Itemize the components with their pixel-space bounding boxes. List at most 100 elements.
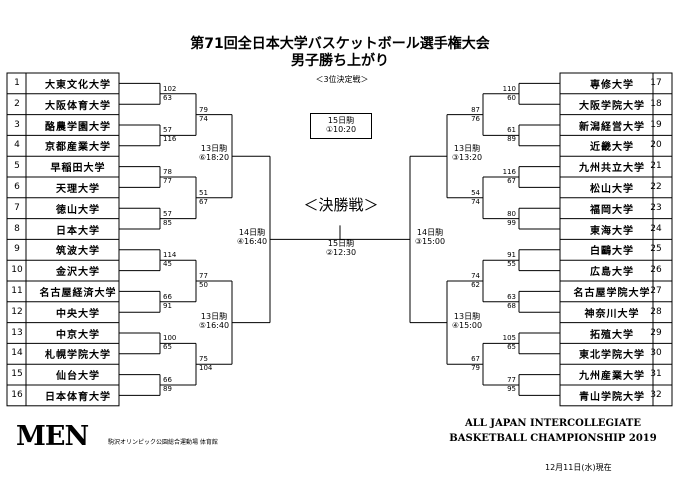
seed-number: 6 bbox=[14, 182, 20, 192]
seed-number: 28 bbox=[650, 306, 662, 317]
qf-right-bottom-day: 13日駒 bbox=[453, 312, 481, 321]
score: 80 bbox=[507, 209, 516, 218]
team-name: 東北学院大学 bbox=[579, 350, 645, 362]
team-name: 京都産業大学 bbox=[45, 142, 111, 154]
seed-number: 8 bbox=[14, 223, 20, 234]
score: 76 bbox=[471, 114, 480, 123]
seed-number: 25 bbox=[650, 244, 662, 255]
final-title: ＜決勝戦＞ bbox=[303, 196, 379, 214]
qf-left-bottom-time: ⑤16:40 bbox=[198, 321, 230, 330]
score: 77 bbox=[507, 376, 516, 384]
score: 54 bbox=[471, 188, 480, 197]
score: 87 bbox=[471, 105, 480, 114]
score: 116 bbox=[502, 168, 516, 176]
team-name: 専修大学 bbox=[590, 80, 634, 91]
score: 89 bbox=[507, 135, 516, 144]
championship-name-line1: ALL JAPAN INTERCOLLEGIATE bbox=[464, 418, 641, 429]
page-title: 第71回全日本大学バスケットボール選手権大会 bbox=[190, 36, 490, 52]
score: 100 bbox=[163, 334, 177, 343]
team-name: 青山学院大学 bbox=[579, 392, 645, 403]
score: 57 bbox=[163, 209, 172, 218]
team-name: 松山大学 bbox=[590, 184, 634, 195]
seed-number: 18 bbox=[650, 98, 662, 109]
score: 62 bbox=[471, 281, 480, 289]
seed-number: 30 bbox=[650, 348, 662, 359]
team-name: 日本体育大学 bbox=[45, 392, 111, 403]
sf-right-day: 14日駒 bbox=[416, 228, 444, 237]
score: 75 bbox=[199, 355, 208, 364]
team-name: 大阪体育大学 bbox=[45, 100, 111, 112]
qf-left-top-time: ⑥18:20 bbox=[198, 153, 230, 162]
seed-number: 19 bbox=[650, 119, 662, 130]
seed-number: 3 bbox=[14, 119, 20, 130]
seed-number: 7 bbox=[14, 202, 20, 213]
score: 95 bbox=[507, 385, 516, 393]
score: 51 bbox=[199, 188, 208, 197]
seed-number: 31 bbox=[650, 369, 662, 380]
team-name: 金沢大学 bbox=[56, 267, 100, 279]
team-name: 新潟経営大学 bbox=[579, 121, 645, 133]
seed-number: 32 bbox=[650, 390, 662, 400]
qf-right-top-day: 13日駒 bbox=[453, 144, 481, 153]
team-name: 札幌学院大学 bbox=[45, 350, 111, 362]
sf-left-time: ④16:40 bbox=[236, 237, 268, 246]
third-place-day: 15日駒 bbox=[327, 116, 355, 125]
seed-number: 23 bbox=[650, 202, 662, 213]
team-name: 白鷗大学 bbox=[590, 246, 634, 258]
seed-number: 16 bbox=[11, 390, 23, 400]
score: 102 bbox=[163, 84, 177, 93]
score: 114 bbox=[163, 251, 177, 260]
score: 78 bbox=[163, 168, 172, 176]
score: 66 bbox=[163, 376, 172, 384]
team-name: 名古屋経済大学 bbox=[39, 288, 117, 299]
score: 67 bbox=[199, 197, 208, 206]
score: 77 bbox=[163, 177, 172, 185]
seed-number: 17 bbox=[650, 78, 662, 88]
seed-number: 15 bbox=[11, 369, 23, 380]
team-name: 拓殖大学 bbox=[590, 329, 634, 341]
update-date: 12月11日(水)現在 bbox=[545, 463, 612, 472]
team-name: 筑波大学 bbox=[56, 246, 100, 258]
score: 74 bbox=[471, 197, 480, 206]
final-time: ②12:30 bbox=[325, 248, 357, 257]
seed-number: 24 bbox=[650, 223, 662, 234]
team-name: 福岡大学 bbox=[590, 204, 634, 216]
qf-left-bottom-day: 13日駒 bbox=[200, 312, 228, 321]
seed-number: 2 bbox=[14, 98, 20, 109]
seed-number: 20 bbox=[650, 140, 662, 151]
team-name: 東海大学 bbox=[590, 225, 634, 237]
team-name: 徳山大学 bbox=[56, 204, 100, 216]
seed-number: 1 bbox=[14, 78, 20, 88]
seed-number: 13 bbox=[11, 327, 23, 338]
team-name: 大東文化大学 bbox=[45, 80, 111, 91]
team-name: 早稲田大学 bbox=[50, 163, 106, 175]
team-name: 九州共立大学 bbox=[579, 163, 645, 175]
team-name: 神奈川大学 bbox=[584, 308, 640, 320]
championship-name-line2: BASKETBALL CHAMPIONSHIP 2019 bbox=[449, 433, 657, 444]
score: 63 bbox=[163, 93, 172, 102]
seed-number: 29 bbox=[650, 327, 662, 338]
score: 57 bbox=[163, 126, 172, 135]
score: 85 bbox=[163, 218, 172, 227]
sf-left-day: 14日駒 bbox=[238, 228, 266, 237]
team-name: 広島大学 bbox=[590, 267, 634, 279]
seed-number: 26 bbox=[650, 265, 662, 276]
team-name: 酪農学園大学 bbox=[45, 121, 111, 133]
page-subtitle: 男子勝ち上がり bbox=[291, 53, 389, 69]
seed-number: 22 bbox=[650, 182, 662, 192]
score: 91 bbox=[163, 301, 172, 310]
team-name: 近畿大学 bbox=[590, 142, 634, 154]
score: 116 bbox=[163, 135, 177, 144]
score: 67 bbox=[471, 355, 480, 364]
score: 77 bbox=[199, 272, 208, 280]
team-name: 中央大学 bbox=[56, 308, 100, 320]
score: 61 bbox=[507, 126, 516, 135]
score: 74 bbox=[471, 272, 480, 280]
score: 110 bbox=[502, 84, 516, 93]
sf-right-time: ③15:00 bbox=[414, 237, 446, 246]
third-place-box bbox=[310, 113, 372, 139]
qf-left-top-day: 13日駒 bbox=[200, 144, 228, 153]
score: 79 bbox=[199, 105, 208, 114]
team-name: 日本大学 bbox=[56, 225, 100, 237]
